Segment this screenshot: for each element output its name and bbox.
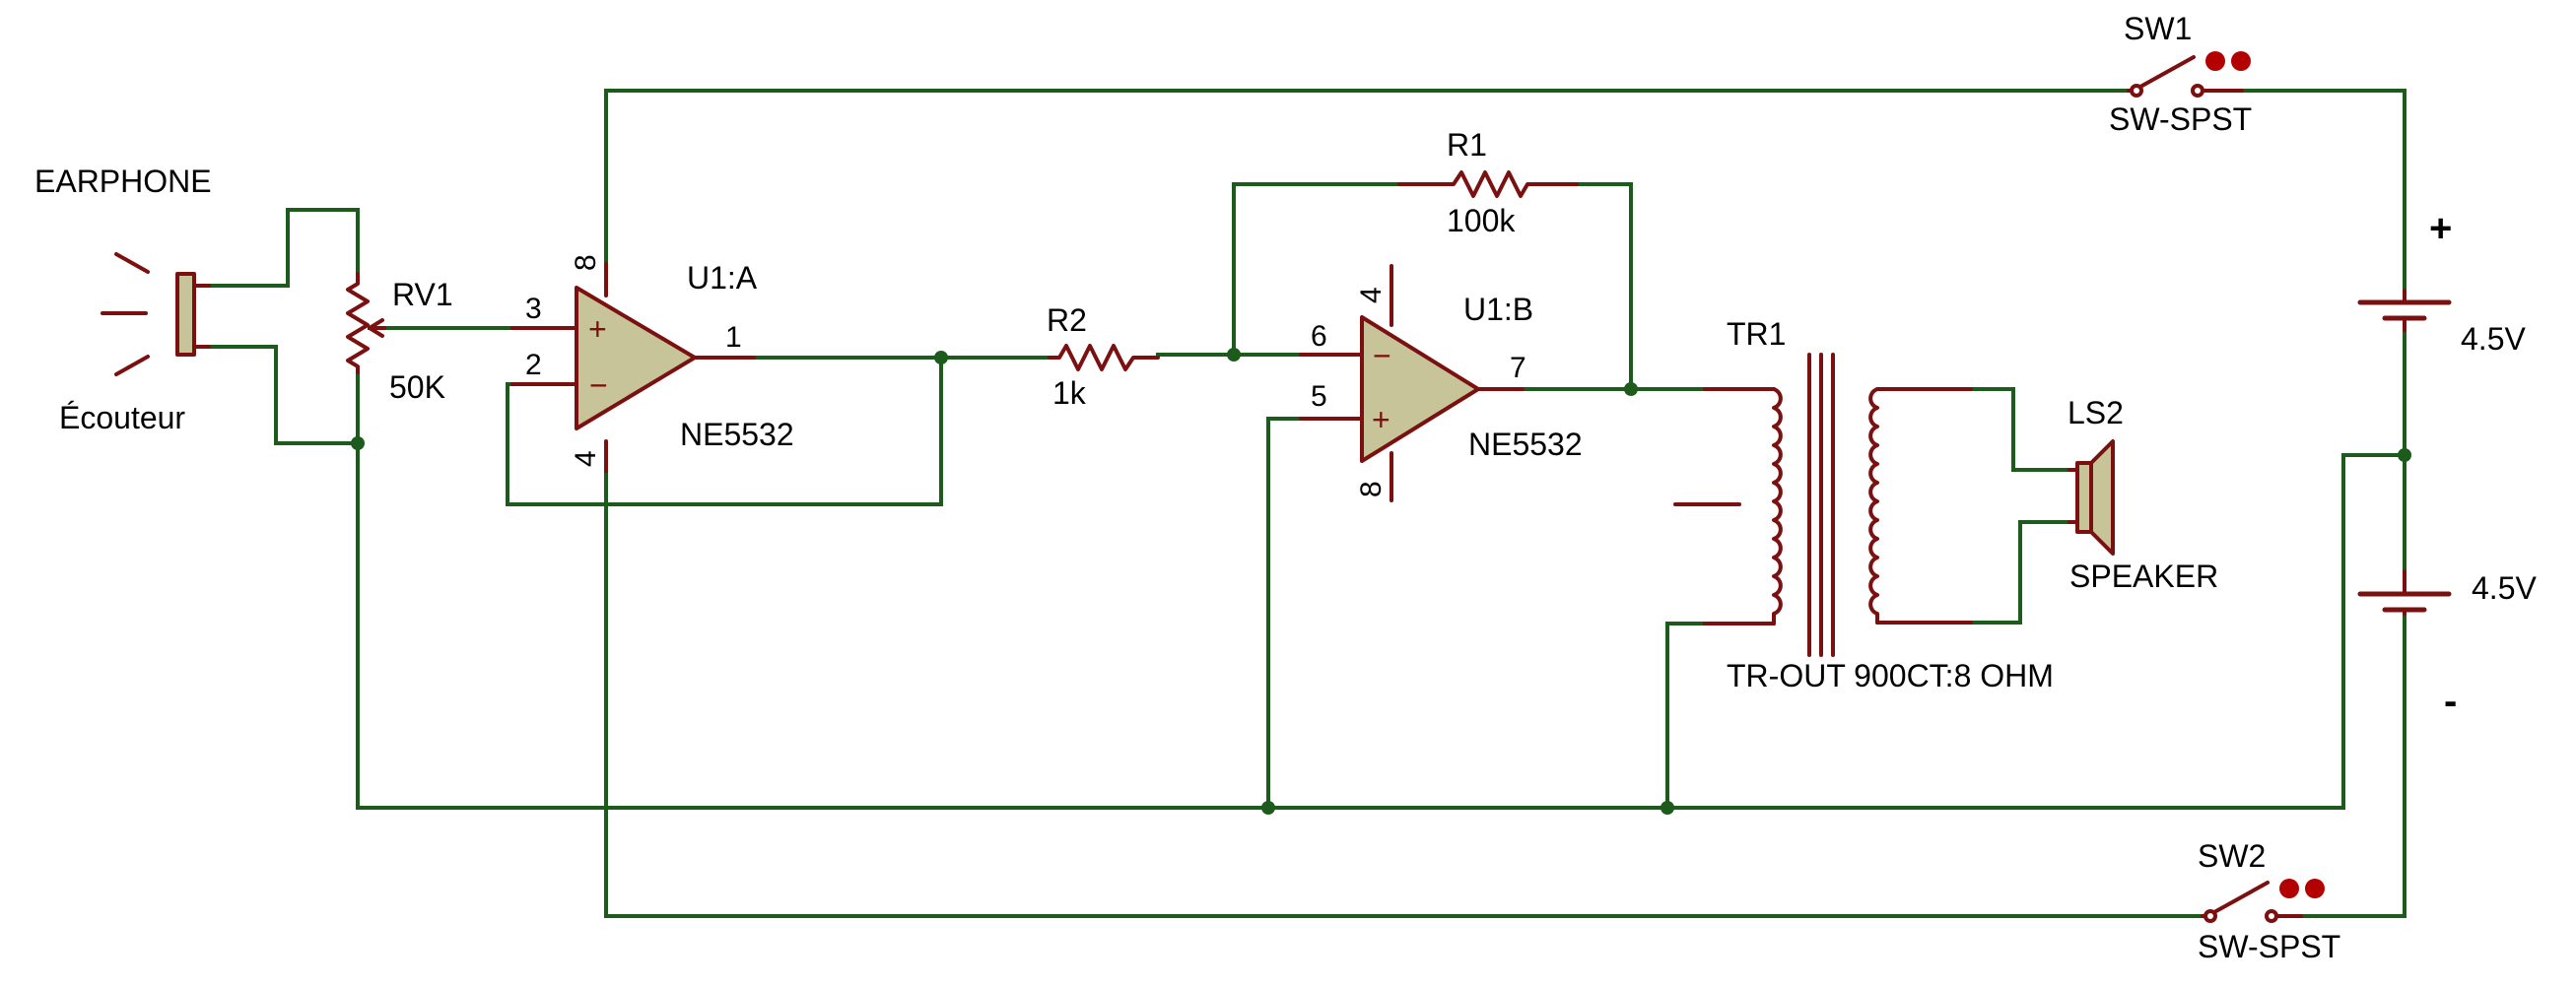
u1b-pin-noninv: 5 [1311,380,1327,413]
battery-top: 4.5V [2357,289,2526,357]
wire-u1b-noninv [1266,417,1303,810]
polarity-minus: - [2444,680,2457,723]
earphone-body [175,272,196,357]
sw2-value: SW-SPST [2198,929,2340,964]
wire-tr-primary [1665,622,1707,810]
u1b-triangle [1360,315,1480,463]
junction-dot [1227,348,1241,362]
resistor-r1: R1 100k [1397,127,1579,238]
tr1-primary-coil [1772,387,1783,626]
opamp-u1b: − + 6 5 7 4 8 U1:B NE5532 [1299,264,1583,502]
tr1-ref: TR1 [1727,316,1786,352]
sw1-contact [2130,84,2143,98]
sw2-indicator-icon [2305,879,2325,898]
wire-ground-rail [356,441,2345,810]
speaker-ls2: LS2 SPEAKER [2068,395,2218,594]
r1-value: 100k [1447,203,1516,238]
r2-ref: R2 [1047,302,1087,338]
transformer-tr1: TR1 TR-OUT 900CT:8 OHM [1673,316,2054,693]
resistor-r2: R2 1k [1047,302,1160,411]
wire-bottom-rail [604,469,2407,918]
earphone-value: Écouteur [59,400,185,435]
speaker-magnet [2075,461,2093,534]
junction-dot [351,436,365,450]
rv1-value: 50K [389,369,445,405]
ls2-ref: LS2 [2068,395,2124,430]
pot-zigzag [346,272,370,374]
tr1-value: TR-OUT 900CT:8 OHM [1727,658,2054,693]
u1b-ref: U1:B [1463,292,1533,327]
tr1-core [1807,353,1835,657]
battery-top-value: 4.5V [2461,321,2526,357]
u1a-value: NE5532 [680,417,794,452]
wire-u1a-feedback [506,356,943,506]
sound-waves-icon [101,252,150,376]
sw1-indicator-icon [2205,51,2225,71]
sw2-ref: SW2 [2198,838,2266,874]
tr1-secondary-coil [1868,387,1879,625]
switch-sw1: SW1 SW-SPST [2109,11,2252,137]
r2-value: 1k [1052,375,1087,411]
u1a-sign-minus: − [589,367,608,403]
u1b-pin-inv: 6 [1311,320,1327,353]
u1b-value: NE5532 [1468,427,1583,462]
u1b-sign-minus: − [1373,338,1391,373]
sw2-indicator-icon [2279,879,2299,898]
u1a-triangle [575,286,697,430]
u1b-sign-plus: + [1372,402,1390,437]
wire-top-rail [604,89,2407,293]
sw2-contact [2265,909,2278,923]
r1-ref: R1 [1447,127,1487,163]
junctions [351,348,2411,815]
u1a-pin-vplus: 8 [570,254,602,271]
sw2-lever [2212,881,2270,914]
tr1-primary-leads [1673,387,1776,626]
u1b-pin-vminus: 8 [1355,481,1388,497]
junction-dot [934,351,948,364]
u1a-pin-vminus: 4 [570,450,602,467]
opamp-u1a: + − 3 2 1 8 4 U1:A NE5532 [510,254,794,473]
r2-zigzag [1048,344,1160,371]
u1a-ref: U1:A [687,260,758,296]
u1a-pin-out: 1 [725,321,742,354]
junction-dot [2398,448,2411,462]
sw1-indicator-icon [2231,51,2251,71]
u1a-input-pins [510,326,578,386]
u1b-pin-vplus: 4 [1355,287,1388,303]
potentiometer-rv1: RV1 50K [346,272,453,405]
wire-earphone-pot [205,208,360,445]
junction-dot [1661,801,1674,815]
sw1-lever [2138,55,2196,89]
earphone-leads [192,284,211,349]
earphone: EARPHONE Écouteur [34,164,212,435]
wire-r1-feedback [1232,182,1633,391]
battery-bottom: 4.5V [2357,569,2537,616]
u1a-sign-plus: + [588,311,607,347]
earphone-ref: EARPHONE [34,164,212,199]
u1b-pin-out: 7 [1510,352,1526,384]
speaker-cone-icon [2089,439,2115,556]
r1-zigzag [1397,170,1579,198]
junction-dot [1624,382,1638,396]
battery-bottom-value: 4.5V [2472,570,2537,606]
sw1-contact [2191,84,2204,98]
tr1-secondary-leads [1875,387,1973,625]
junction-dot [1261,801,1275,815]
pot-wiper-arrow-icon [368,318,386,338]
sw2-contact [2203,909,2217,923]
switch-sw2: SW2 SW-SPST [2198,838,2340,964]
u1a-pin-inv: 2 [525,349,542,381]
wire-battery-mid [2341,328,2407,573]
polarity-plus: + [2429,207,2452,250]
wire-tr-secondary [1969,387,2071,625]
rv1-ref: RV1 [392,277,453,312]
sw1-value: SW-SPST [2109,101,2252,137]
ls2-value: SPEAKER [2069,559,2218,594]
wires [205,89,2407,918]
u1b-input-pins [1299,353,1364,421]
sw1-ref: SW1 [2124,11,2192,46]
u1a-pin-noninv: 3 [525,293,542,325]
